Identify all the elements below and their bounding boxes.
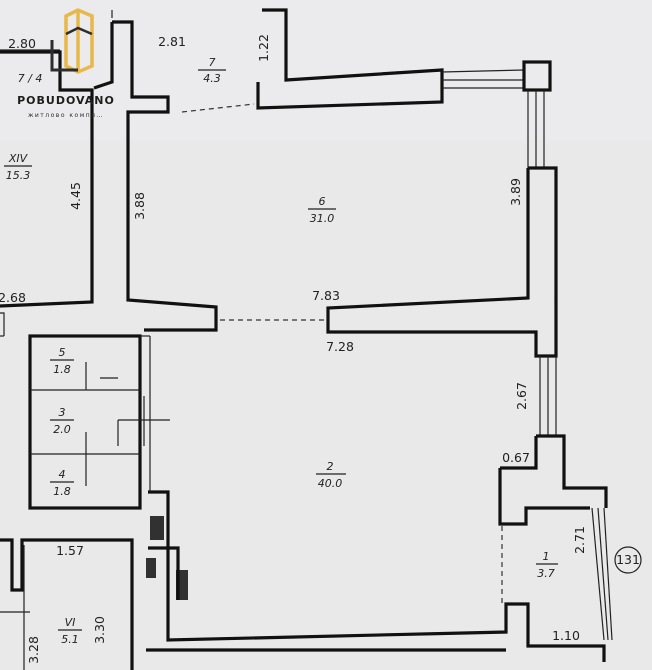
dim-7-28: 7.28 [326, 339, 354, 354]
dim-2-68: 2.68 [0, 290, 26, 305]
dim-2-80: 2.80 [8, 36, 36, 51]
dim-7-83: 7.83 [312, 288, 340, 303]
dim-0-67: 0.67 [502, 450, 530, 465]
room-1-area: 3.7 [537, 567, 555, 580]
logo-mark-icon [50, 8, 94, 74]
room-label-4: 4 1.8 [50, 468, 74, 498]
room-xiv-area: 15.3 [6, 169, 31, 182]
room-3-number: 3 [59, 406, 66, 419]
dim-2-81: 2.81 [158, 34, 186, 49]
outer-walls [93, 8, 613, 662]
dim-2-71: 2.71 [572, 526, 587, 554]
dim-4-45: 4.45 [68, 182, 83, 210]
room-1-number: 1 [543, 550, 550, 563]
room-3-area: 2.0 [53, 423, 71, 436]
room-label-5: 5 1.8 [50, 346, 74, 376]
dim-1-22: 1.22 [256, 34, 271, 62]
marker-131-label: 131 [616, 552, 640, 567]
corner-note: 7 / 4 [18, 72, 43, 85]
logo-tagline: житлово компл… [28, 112, 104, 119]
bottom-left-walls [0, 538, 134, 670]
dim-2-67: 2.67 [514, 382, 529, 410]
dim-3-88: 3.88 [132, 192, 147, 220]
room-7-number: 7 [209, 56, 216, 69]
logo-name: POBUDOVANO [17, 94, 115, 107]
room-4-number: 4 [59, 468, 66, 481]
left-neighbour-walls [0, 49, 94, 337]
room-label-2: 2 40.0 [316, 460, 346, 490]
room-4-area: 1.8 [53, 485, 71, 498]
room-label-7: 7 4.3 [198, 56, 226, 85]
room-6-number: 6 [319, 195, 326, 208]
dim-3-89: 3.89 [508, 178, 523, 206]
room-vi-number: VI [65, 616, 76, 629]
dim-1-57: 1.57 [56, 543, 84, 558]
room-vi-area: 5.1 [61, 633, 79, 646]
room-5-number: 5 [59, 346, 66, 359]
room-7-area: 4.3 [203, 72, 221, 85]
room-label-vi: VI 5.1 [58, 616, 82, 646]
room-5-area: 1.8 [53, 363, 71, 376]
marker-131: 131 [614, 546, 642, 574]
room-xiv-number: XIV [8, 152, 29, 165]
ink-smudge [146, 516, 188, 600]
room-label-xiv: XIV 15.3 [4, 152, 32, 182]
inner-small-rooms-walls [28, 334, 170, 510]
openings [181, 103, 503, 604]
room-2-area: 40.0 [318, 477, 343, 490]
room-2-number: 2 [327, 460, 334, 473]
dim-1-10: 1.10 [552, 628, 580, 643]
room-label-3: 3 2.0 [50, 406, 74, 436]
room-6-area: 31.0 [310, 212, 335, 225]
dim-3-30: 3.30 [92, 616, 107, 644]
brand-logo: POBUDOVANO житлово компл… [17, 8, 115, 119]
room-label-1: 1 3.7 [536, 550, 558, 580]
dimension-labels: 2.80 2.81 1.22 4.45 3.88 3.89 2.68 7.83 … [0, 34, 587, 664]
dim-3-28: 3.28 [26, 636, 41, 664]
room-label-6: 6 31.0 [308, 195, 336, 225]
paper-shade [0, 0, 652, 140]
